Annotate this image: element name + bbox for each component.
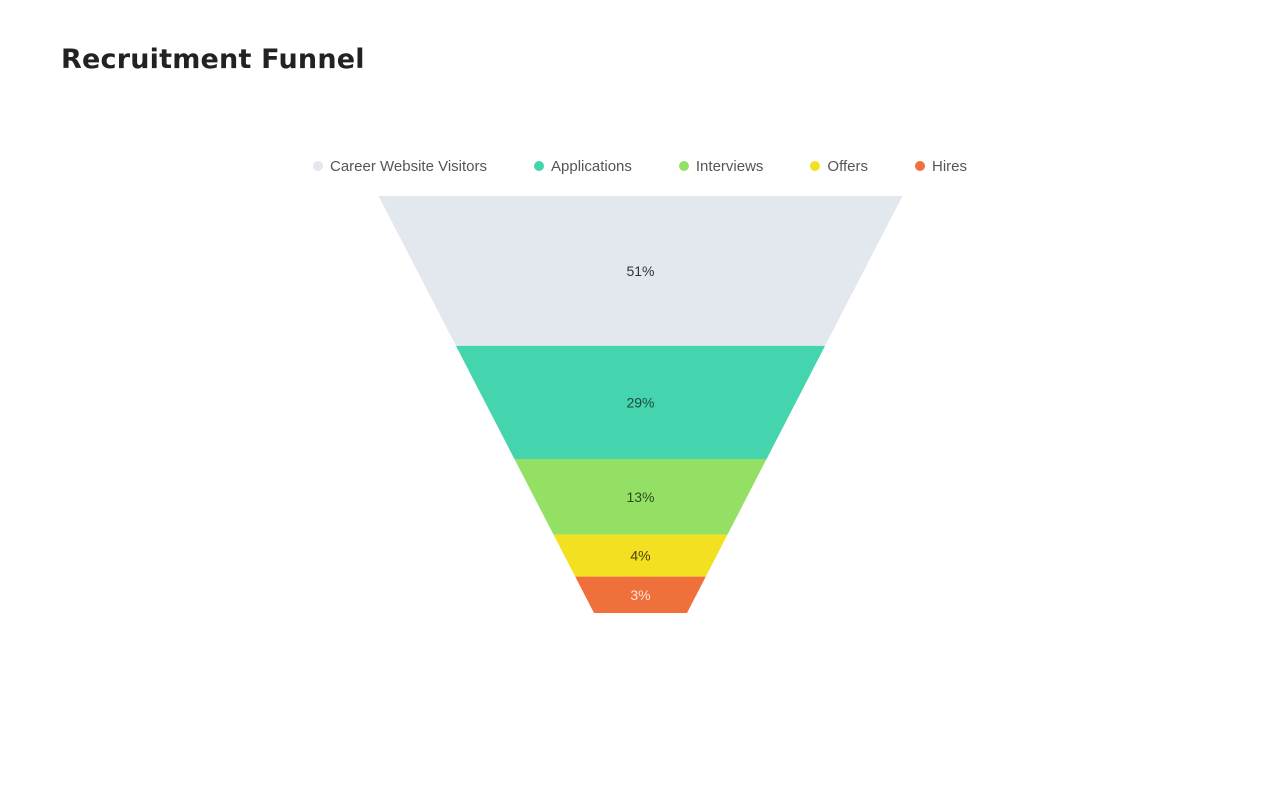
legend-dot-icon — [312, 161, 323, 171]
legend-label: Interviews — [695, 157, 764, 175]
legend-label: Offers — [827, 157, 868, 175]
funnel-segment-shape — [514, 458, 767, 535]
legend-item-offers[interactable]: Offers — [810, 156, 868, 176]
funnel-segment-interviews[interactable]: 13% — [514, 458, 767, 535]
legend-label: Hires — [932, 157, 968, 175]
funnel-segment-offers[interactable]: 4% — [553, 534, 728, 577]
legend-item-interviews[interactable]: Interviews — [678, 156, 764, 176]
legend-dot-icon — [534, 161, 544, 171]
legend-dot-icon — [810, 161, 821, 171]
legend-label: Career Website Visitors — [329, 157, 487, 175]
legend-item-applications[interactable]: Applications — [534, 156, 632, 176]
funnel-segment-career-website-visitors[interactable]: 51% — [378, 196, 903, 346]
legend-item-career-website-visitors[interactable]: Career Website Visitors — [312, 156, 487, 176]
funnel-segment-applications[interactable]: 29% — [455, 345, 826, 459]
legend-dot-icon — [915, 161, 925, 171]
funnel-segment-shape — [378, 196, 903, 346]
funnel-segment-label: 29% — [626, 394, 654, 410]
funnel-segment-hires[interactable]: 3% — [575, 576, 706, 613]
legend-label: Applications — [551, 157, 632, 175]
funnel-segment-shape — [575, 576, 706, 613]
page-title: Recruitment Funnel — [61, 44, 365, 75]
funnel-segment-label: 13% — [626, 489, 654, 505]
legend-item-hires[interactable]: Hires — [915, 156, 967, 176]
funnel-segment-label: 51% — [626, 263, 654, 279]
funnel-segment-label: 4% — [630, 548, 650, 564]
funnel-segment-shape — [455, 345, 826, 459]
chart-legend: Career Website Visitors Applications Int… — [0, 156, 1280, 176]
legend-dot-icon — [678, 161, 689, 171]
funnel-segment-label: 3% — [630, 587, 650, 603]
funnel-segment-shape — [553, 534, 728, 577]
